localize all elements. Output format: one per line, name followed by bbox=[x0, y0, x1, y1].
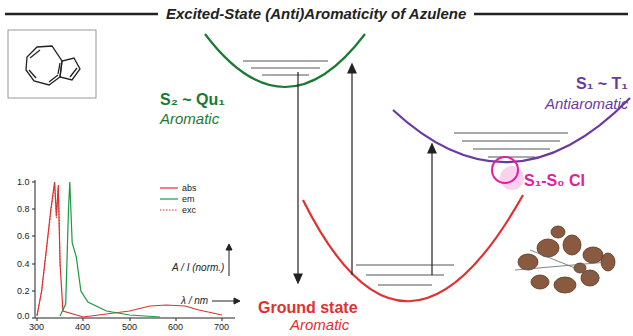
axis-label: λ / nm bbox=[181, 295, 208, 307]
axis-label: A / I (norm.) bbox=[172, 262, 224, 274]
state-label: S₂ ~ Qu₁ bbox=[160, 91, 225, 109]
tick-label: 500 bbox=[122, 322, 137, 332]
s2-curve bbox=[205, 34, 365, 87]
vibrational-levels bbox=[243, 61, 568, 285]
plot-axes bbox=[32, 180, 235, 321]
aromaticity-label: Aromatic bbox=[290, 316, 349, 333]
tick-label: 600 bbox=[168, 322, 183, 332]
ci-label: S₁-S₀ CI bbox=[524, 172, 585, 190]
inset-box bbox=[8, 30, 96, 98]
tick-label: 0.2 bbox=[17, 286, 30, 296]
azulene-structure bbox=[26, 46, 80, 85]
abs-spectrum bbox=[37, 182, 222, 317]
molecule-bonds bbox=[515, 250, 608, 278]
state-label: Ground state bbox=[258, 299, 358, 317]
orbital-picture bbox=[518, 226, 615, 293]
legend-text: abs bbox=[182, 183, 197, 193]
tick-label: 0.6 bbox=[17, 231, 30, 241]
title: Excited-State (Anti)Aromaticity of Azule… bbox=[158, 5, 474, 22]
tick-label: 400 bbox=[75, 322, 90, 332]
ci-circle bbox=[492, 157, 518, 183]
legend-text: exc bbox=[182, 205, 196, 215]
aromaticity-label: Aromatic bbox=[160, 110, 219, 127]
legend-text: em bbox=[182, 194, 195, 204]
legend-samples bbox=[160, 188, 178, 210]
axis-arrows bbox=[212, 244, 240, 304]
state-label: S₁ ~ T₁ bbox=[576, 75, 628, 93]
tick-label: 0.4 bbox=[17, 259, 30, 269]
ground-curve bbox=[303, 195, 523, 301]
em-spectrum bbox=[60, 182, 160, 317]
transition-arrows bbox=[294, 64, 436, 283]
tick-label: 300 bbox=[29, 322, 44, 332]
ci-glow bbox=[500, 166, 524, 190]
tick-label: 1.0 bbox=[17, 177, 30, 187]
aromaticity-label: Antiaromatic bbox=[545, 95, 628, 112]
tick-label: 0.0 bbox=[17, 311, 30, 321]
exc-spectrum bbox=[37, 184, 60, 315]
tick-label: 0.8 bbox=[17, 204, 30, 214]
tick-label: 700 bbox=[214, 322, 229, 332]
